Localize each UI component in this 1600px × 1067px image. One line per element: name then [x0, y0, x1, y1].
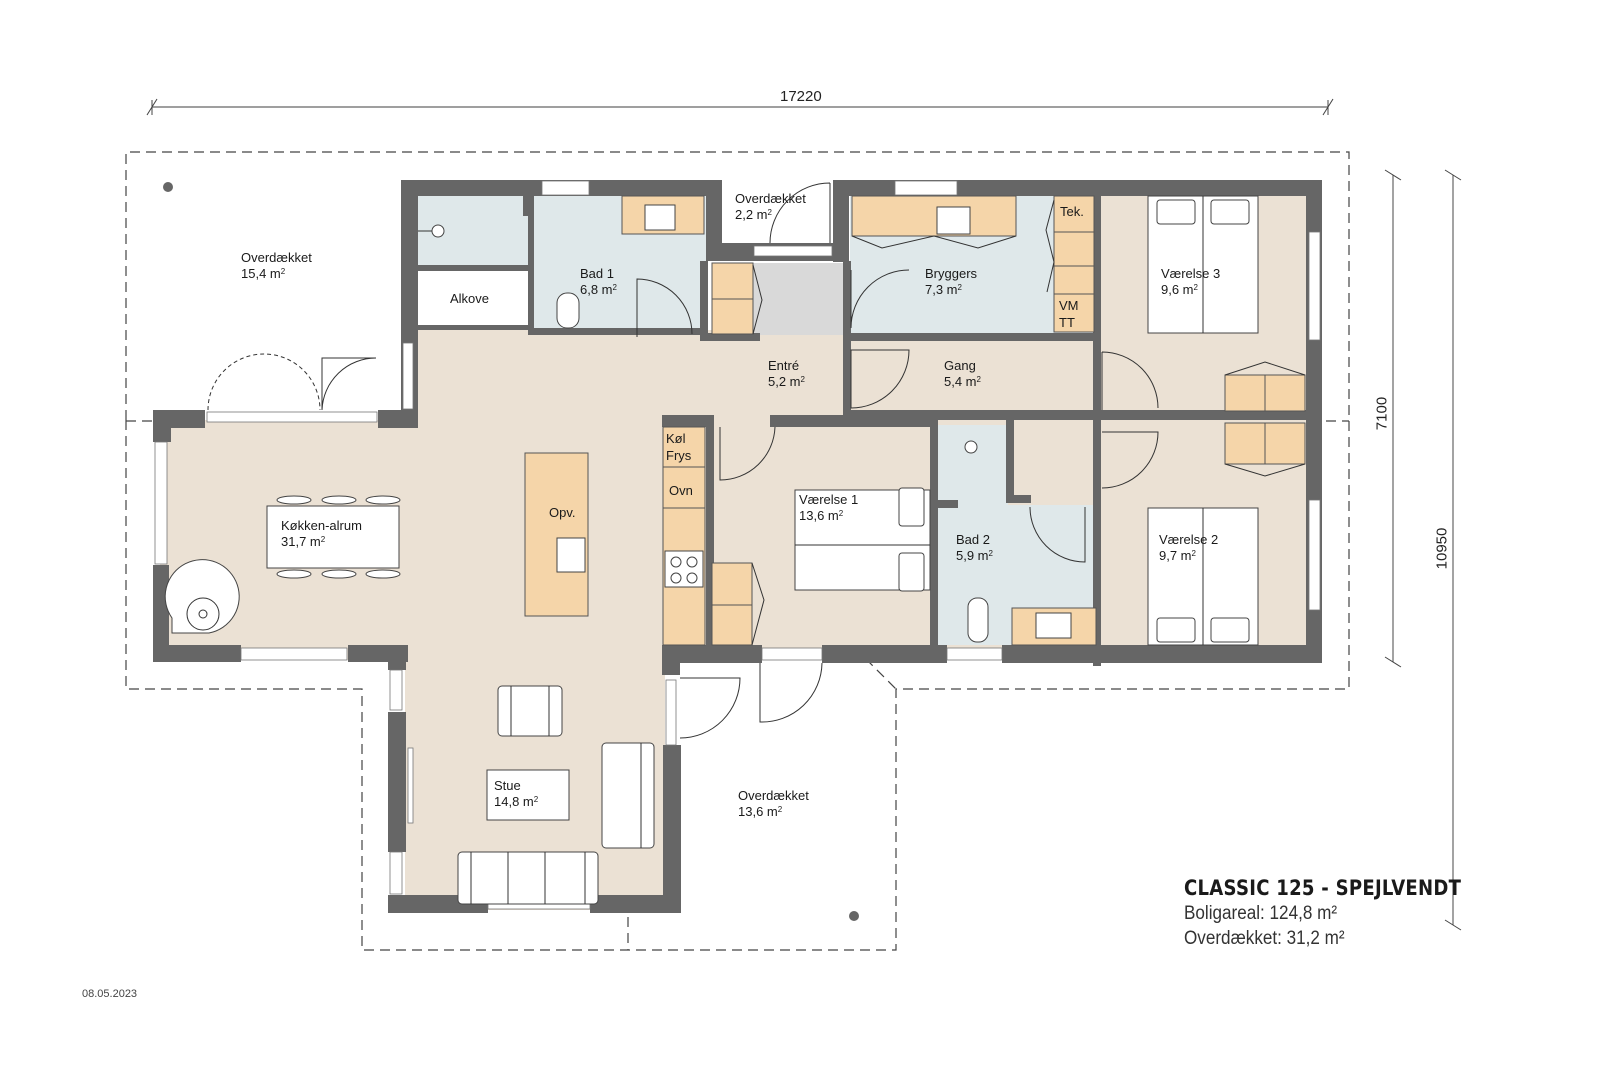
room-label-alkove: Alkove	[450, 291, 489, 307]
room-area: 5,4 m	[944, 374, 977, 389]
room-label-vaerelse2: Værelse 2 9,7 m2	[1159, 532, 1219, 563]
dimension-width-total: 17220	[780, 88, 822, 105]
room-area: 5,9 m	[956, 548, 989, 563]
room-name: Overdækket	[738, 788, 809, 803]
room-area: 14,8 m	[494, 794, 534, 809]
room-label-overdaekket-entry: Overdækket 2,2 m2	[735, 191, 806, 222]
room-name: Værelse 1	[799, 492, 859, 507]
room-label-koekken-alrum: Køkken-alrum 31,7 m2	[281, 518, 362, 549]
dimension-lines	[146, 98, 1462, 931]
room-name: Alkove	[450, 291, 490, 306]
dimension-depth-total: 10950	[1433, 527, 1451, 570]
room-label-gang: Gang 5,4 m2	[944, 358, 981, 389]
plan-date: 08.05.2023	[82, 988, 138, 1000]
room-area: 15,4 m	[241, 266, 281, 281]
room-label-vaerelse1: Værelse 1 13,6 m2	[799, 492, 859, 523]
room-area: 9,6 m	[1161, 282, 1194, 297]
fixture-kol-frys: Køl Frys	[666, 431, 692, 463]
fixture-tek: Tek.	[1060, 204, 1084, 219]
door-swings	[207, 182, 1159, 739]
room-area: 13,6 m	[738, 804, 778, 819]
furniture	[164, 195, 1259, 905]
room-name: Overdækket	[241, 250, 312, 265]
room-area: 2,2 m	[735, 207, 768, 222]
room-area: 5,2 m	[768, 374, 801, 389]
fixture-ovn: Ovn	[669, 483, 693, 498]
room-label-bad1: Bad 1 6,8 m2	[580, 266, 617, 297]
room-name: Bad 1	[580, 266, 614, 281]
living-area: Boligareal: 124,8 m²	[1184, 903, 1338, 924]
room-label-entre: Entré 5,2 m2	[768, 358, 805, 389]
room-name: Bryggers	[925, 266, 978, 281]
room-label-stue: Stue 14,8 m2	[494, 778, 539, 809]
room-area: 31,7 m	[281, 534, 321, 549]
title-block: CLASSIC 125 - SPEJLVENDT Boligareal: 124…	[1184, 876, 1506, 950]
room-name: Værelse 2	[1159, 532, 1219, 547]
room-label-overdaekket-s: Overdækket 13,6 m2	[738, 788, 809, 819]
covered-area: Overdækket: 31,2 m²	[1184, 928, 1345, 949]
room-label-bad2: Bad 2 5,9 m2	[956, 532, 993, 563]
room-label-bryggers: Bryggers 7,3 m2	[925, 266, 978, 297]
room-label-overdaekket-nw: Overdækket 15,4 m2	[241, 250, 312, 281]
plan-title: CLASSIC 125 - SPEJLVENDT	[1184, 876, 1462, 900]
room-label-vaerelse3: Værelse 3 9,6 m2	[1161, 266, 1221, 297]
room-area: 7,3 m	[925, 282, 958, 297]
room-area: 9,7 m	[1159, 548, 1192, 563]
windows	[154, 180, 1321, 910]
dimension-depth-main: 7100	[1373, 396, 1391, 431]
room-name: Køkken-alrum	[281, 518, 362, 533]
fixture-opv: Opv.	[549, 505, 576, 520]
room-area: 6,8 m	[580, 282, 613, 297]
room-area: 13,6 m	[799, 508, 839, 523]
room-name: Værelse 3	[1161, 266, 1221, 281]
room-name: Overdækket	[735, 191, 806, 206]
fixture-vm-tt: VM TT	[1059, 298, 1079, 330]
room-name: Gang	[944, 358, 976, 373]
room-name: Stue	[494, 778, 521, 793]
room-name: Entré	[768, 358, 800, 373]
cabinets	[524, 195, 1306, 646]
room-name: Bad 2	[956, 532, 990, 547]
